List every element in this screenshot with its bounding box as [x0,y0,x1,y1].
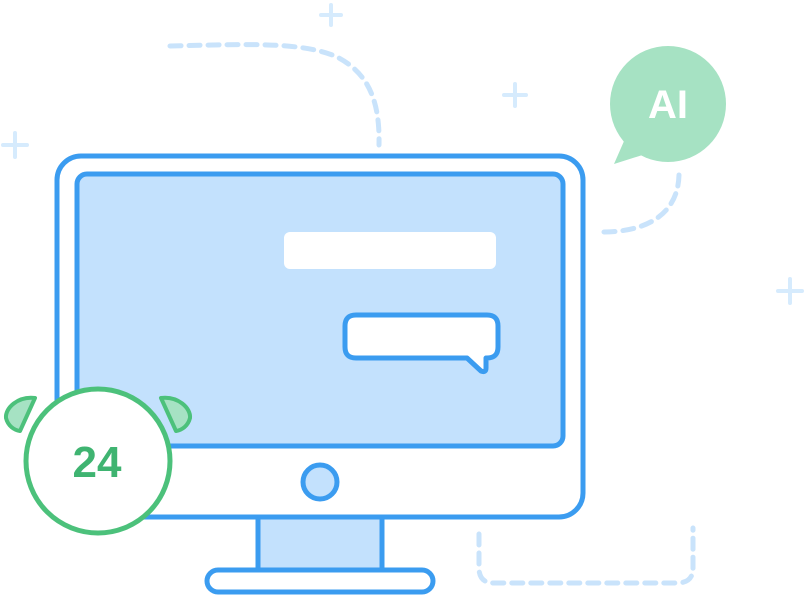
ai-badge-label: AI [648,83,688,127]
dashed-path-ai [599,172,682,235]
alarm-clock-icon: 24 [4,386,192,536]
plus-sparkle-icon [776,277,804,305]
clock-face [23,386,173,536]
dashed-path-bottom [476,525,696,586]
plus-sparkle-icon [1,131,29,159]
clock-label: 24 [73,438,122,487]
monitor-base [204,567,436,595]
plus-sparkle-icon [502,82,528,108]
outgoing-message-bubble [342,312,501,375]
incoming-message-bubble [284,232,496,269]
clock-bell-left [4,395,37,433]
monitor-neck [255,511,385,575]
power-button [300,462,340,502]
clock-bell-right [159,395,192,433]
dashed-path-top [167,42,382,148]
ai-badge: AI [610,46,726,164]
plus-sparkle-icon [319,3,343,27]
monitor-screen [74,171,566,449]
